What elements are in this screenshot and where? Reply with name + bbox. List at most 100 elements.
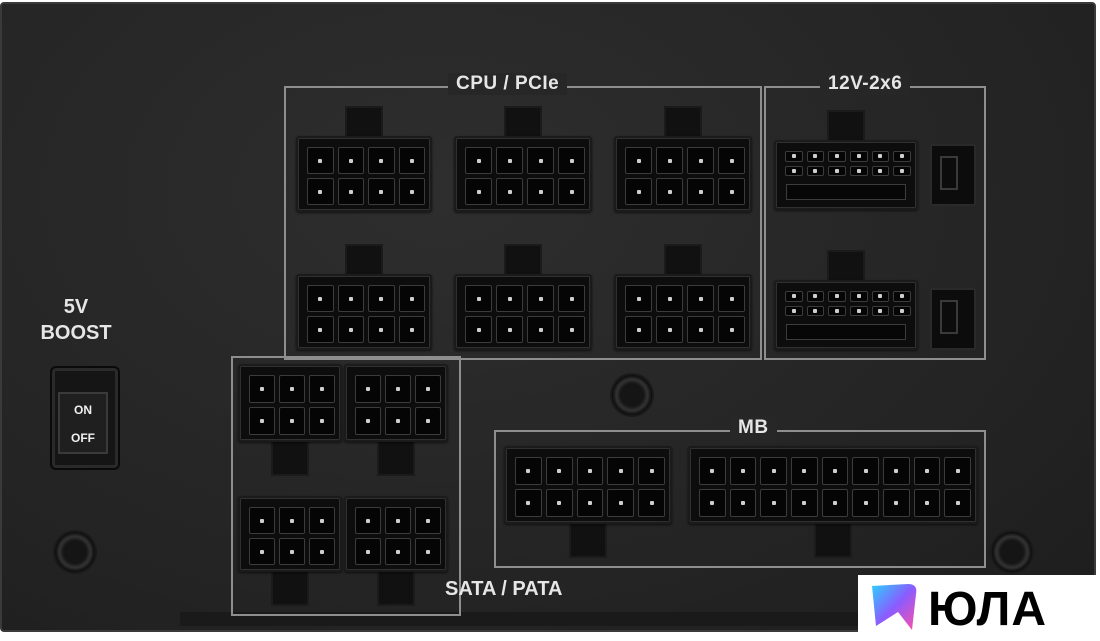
connector-pin	[307, 316, 334, 343]
connector-pin	[415, 407, 441, 435]
cpu-pcie-connector-2[interactable]	[454, 136, 592, 212]
connector-pin	[309, 375, 335, 403]
connector-pin	[279, 507, 305, 534]
connector-pin	[828, 291, 846, 302]
mb-connector-large[interactable]	[688, 446, 978, 524]
connector-pin	[558, 316, 585, 343]
connector-pin	[398, 147, 425, 174]
connector-pin	[699, 489, 726, 517]
connector-pin	[249, 375, 275, 403]
sata-connector-2-latch	[377, 438, 415, 476]
connector-pin	[465, 285, 492, 312]
cpu-pcie-label: CPU / PCIe	[448, 73, 568, 95]
connector-pin	[415, 538, 441, 565]
connector-pin	[309, 407, 335, 435]
connector-pin	[465, 147, 492, 174]
connector-pin	[307, 178, 334, 205]
connector-pin	[828, 305, 846, 317]
connector-pin	[893, 291, 911, 302]
connector-pin	[515, 489, 542, 517]
sata-connector-3-latch	[271, 568, 309, 606]
sideband-pin-strip	[786, 324, 906, 340]
connector-pin	[368, 147, 395, 174]
cpu-pcie-connector-4[interactable]	[296, 274, 432, 350]
connector-pin	[527, 147, 554, 174]
sata-connector-4-latch	[377, 568, 415, 606]
connector-pin	[850, 151, 868, 162]
connector-pin	[852, 489, 879, 517]
cpu-pcie-connector-2-latch	[504, 106, 542, 140]
connector-pin	[913, 489, 941, 517]
connector-pin	[785, 165, 803, 177]
connector-pin	[806, 291, 825, 302]
sense-connector-bottom[interactable]	[930, 288, 976, 350]
connector-pin	[806, 165, 825, 177]
connector-pin	[249, 407, 275, 435]
hpwr-connector-2-latch	[827, 250, 865, 284]
hpwr-connector-2[interactable]	[774, 280, 918, 350]
sata-connector-4[interactable]	[344, 496, 448, 572]
connector-pin	[355, 507, 381, 534]
connector-pin	[883, 489, 910, 517]
connector-pin	[545, 489, 573, 517]
connector-pin	[625, 178, 652, 205]
connector-pin	[625, 316, 652, 343]
connector-pin	[576, 489, 604, 517]
connector-pin	[515, 457, 542, 485]
connector-pin	[385, 407, 411, 435]
connector-pin	[656, 147, 683, 174]
connector-pin	[558, 147, 585, 174]
connector-pin	[415, 375, 441, 403]
cpu-pcie-connector-6[interactable]	[614, 274, 752, 350]
mb-connector-small[interactable]	[504, 446, 672, 524]
connector-pin	[558, 178, 585, 205]
connector-pin	[337, 316, 364, 343]
connector-pin	[355, 407, 381, 435]
sata-connector-1[interactable]	[238, 364, 342, 442]
connector-pin	[871, 165, 890, 177]
connector-pin	[385, 375, 411, 403]
connector-pin	[656, 178, 683, 205]
mb-connector-small-latch	[569, 520, 607, 558]
boost-switch-rocker[interactable]	[58, 392, 108, 454]
connector-pin	[309, 507, 335, 534]
hpwr-connector-1[interactable]	[774, 140, 918, 210]
connector-pin	[785, 305, 803, 317]
cpu-pcie-connector-6-latch	[664, 244, 702, 278]
hpwr-connector-1-latch	[827, 110, 865, 144]
connector-pin	[687, 316, 714, 343]
connector-pin	[279, 538, 305, 565]
connector-pin	[249, 538, 275, 565]
connector-pin	[576, 457, 604, 485]
connector-pin	[718, 147, 745, 174]
sata-connector-3[interactable]	[238, 496, 342, 572]
hpwr-label: 12V-2x6	[820, 73, 911, 95]
connector-pin	[791, 489, 818, 517]
connector-pin	[385, 507, 411, 534]
connector-pin	[625, 285, 652, 312]
mb-connector-large-latch	[814, 520, 852, 558]
connector-pin	[307, 147, 334, 174]
connector-pin	[871, 151, 890, 162]
connector-pin	[791, 457, 818, 485]
connector-pin	[850, 291, 868, 302]
connector-pin	[638, 457, 665, 485]
connector-pin	[337, 285, 364, 312]
connector-pin	[828, 165, 846, 177]
sense-connector-top[interactable]	[930, 144, 976, 206]
connector-pin	[355, 375, 381, 403]
cpu-pcie-connector-1[interactable]	[296, 136, 432, 212]
sata-connector-2[interactable]	[344, 364, 448, 442]
connector-pin	[279, 375, 305, 403]
connector-pin	[496, 178, 523, 205]
connector-pin	[828, 151, 846, 162]
cpu-pcie-connector-3[interactable]	[614, 136, 752, 212]
screw-left	[55, 532, 95, 572]
connector-pin	[760, 489, 787, 517]
connector-pin	[465, 316, 492, 343]
connector-pin	[718, 316, 745, 343]
connector-pin	[760, 457, 787, 485]
connector-pin	[913, 457, 941, 485]
screw-right	[992, 532, 1032, 572]
cpu-pcie-connector-5[interactable]	[454, 274, 592, 350]
